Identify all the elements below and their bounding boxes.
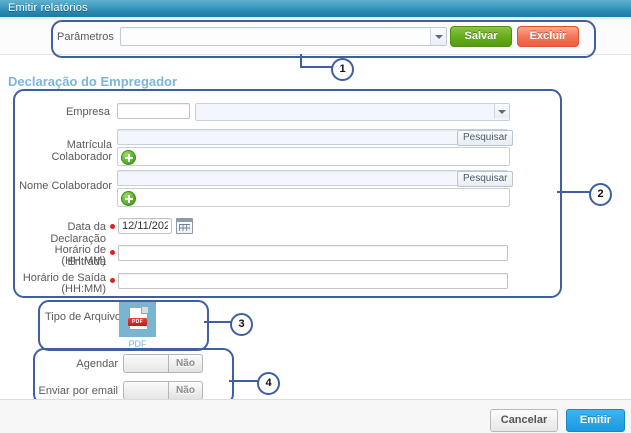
callout-line-4 bbox=[229, 380, 258, 382]
titlebar-glow bbox=[0, 17, 631, 21]
data-declaracao-input[interactable] bbox=[118, 218, 172, 234]
empresa-label: Empresa bbox=[65, 106, 110, 118]
callout-marker-3: 3 bbox=[230, 313, 253, 336]
empresa-name-select[interactable] bbox=[195, 103, 510, 121]
callout-line-1-v bbox=[300, 54, 302, 67]
callout-marker-2: 2 bbox=[589, 183, 612, 206]
nome-add-row[interactable] bbox=[117, 188, 510, 207]
parameters-select[interactable] bbox=[120, 27, 447, 46]
matricula-input[interactable] bbox=[117, 129, 508, 145]
email-toggle[interactable]: Não bbox=[123, 381, 203, 400]
page-title: Declaração do Empregador bbox=[8, 74, 178, 89]
emit-button[interactable]: Emitir bbox=[566, 409, 625, 432]
pdf-icon-text: PDF bbox=[128, 318, 147, 326]
email-toggle-knob[interactable] bbox=[124, 382, 169, 399]
pdf-file-type-option[interactable]: PDF bbox=[119, 302, 156, 337]
matricula-add-row[interactable] bbox=[117, 147, 510, 166]
save-button[interactable]: Salvar bbox=[450, 26, 512, 47]
agendar-label: Agendar bbox=[76, 358, 118, 370]
matricula-search-button[interactable]: Pesquisar bbox=[457, 130, 514, 146]
horario-entrada-sublabel: (HH:MM) bbox=[61, 255, 106, 267]
agendar-toggle[interactable]: Não bbox=[123, 354, 203, 373]
calendar-icon[interactable] bbox=[176, 218, 193, 234]
callout-line-1-h bbox=[300, 66, 332, 68]
nome-label: Nome Colaborador bbox=[19, 180, 112, 192]
pdf-icon: PDF bbox=[128, 307, 148, 330]
cancel-button[interactable]: Cancelar bbox=[490, 409, 558, 432]
callout-marker-4: 4 bbox=[257, 372, 280, 395]
nome-input[interactable] bbox=[117, 170, 508, 186]
chevron-down-icon[interactable] bbox=[430, 28, 446, 45]
email-toggle-value: Não bbox=[176, 385, 195, 396]
callout-line-3 bbox=[204, 321, 231, 323]
horario-saida-label: Horário de Saída bbox=[22, 272, 106, 284]
callout-line-2 bbox=[557, 191, 590, 193]
email-label: Enviar por email bbox=[38, 385, 118, 397]
data-declaracao-label: Data da Declaração bbox=[50, 221, 106, 245]
horario-entrada-input[interactable] bbox=[118, 245, 508, 261]
window-title: Emitir relatórios bbox=[8, 2, 88, 14]
horario-entrada-label: Horário de Entrada bbox=[54, 244, 106, 268]
plus-icon[interactable] bbox=[121, 191, 136, 206]
required-marker-entrada bbox=[110, 250, 115, 255]
callout-marker-1: 1 bbox=[331, 58, 354, 81]
agendar-toggle-knob[interactable] bbox=[124, 355, 169, 372]
required-marker-saida bbox=[110, 278, 115, 283]
window-titlebar: Emitir relatórios bbox=[0, 0, 631, 18]
chevron-down-icon[interactable] bbox=[494, 104, 509, 118]
pdf-caption: PDF bbox=[128, 339, 147, 349]
horario-saida-input[interactable] bbox=[118, 273, 508, 289]
matricula-label: Matrícula Colaborador bbox=[51, 139, 112, 163]
required-marker-data bbox=[110, 224, 115, 229]
empresa-code-input[interactable] bbox=[117, 103, 190, 119]
parameters-label: Parâmetros bbox=[57, 31, 114, 43]
nome-search-button[interactable]: Pesquisar bbox=[457, 171, 514, 187]
agendar-toggle-value: Não bbox=[176, 358, 195, 369]
delete-button[interactable]: Excluir bbox=[517, 26, 579, 47]
tipo-arquivo-label: Tipo de Arquivo bbox=[45, 311, 122, 323]
horario-saida-sublabel: (HH:MM) bbox=[61, 283, 106, 295]
plus-icon[interactable] bbox=[121, 150, 136, 165]
